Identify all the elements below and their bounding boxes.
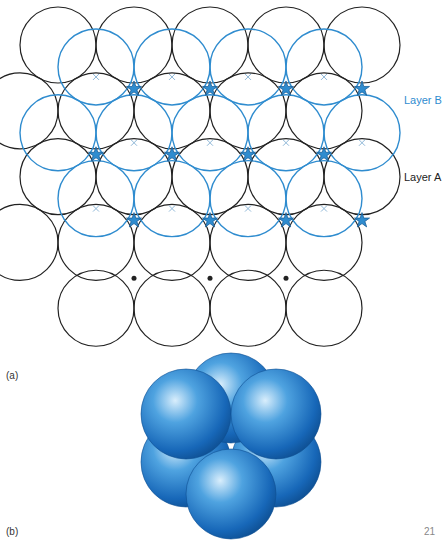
hole-cross [359,140,365,146]
layer-b-circle [286,161,362,237]
hole-dot [208,276,213,281]
layer-b-circle [96,95,172,171]
layer-a-circle [58,204,134,280]
sphere [186,449,276,539]
hole-cross [93,206,99,212]
layer-a-circle [286,204,362,280]
layer-b-circle [134,161,210,237]
hole-star [202,81,217,95]
layer-b-circle [20,95,96,171]
hole-cross [245,74,251,80]
layer-b-circle [324,95,400,171]
layer-a-circle [134,204,210,280]
hole-cross [321,206,327,212]
hole-star [202,213,217,227]
hole-star [126,81,141,95]
hole-cross [169,74,175,80]
panel-label: (a) [6,370,18,381]
layer-b-circle [210,29,286,105]
layer-b-circles [20,29,400,237]
hole-cross [207,140,213,146]
hole-cross [93,74,99,80]
hole-star [354,81,369,95]
hole-cross [283,140,289,146]
layer-a-circle [0,73,58,149]
layer-b-circle [286,29,362,105]
hole-star [126,213,141,227]
hole-markers [88,74,369,281]
layer-a-circle [210,204,286,280]
layer-b-circle [172,95,248,171]
layer-label: Layer A [404,171,441,183]
layer-a-circles [0,7,400,346]
layer-b-circle [248,95,324,171]
hole-cross [245,206,251,212]
hole-dot [132,276,137,281]
hole-star [88,147,103,161]
layer-b-circle [134,29,210,105]
hole-star [164,147,179,161]
sphere [231,369,321,459]
hole-star [278,213,293,227]
hole-star [240,147,255,161]
hole-star [354,213,369,227]
layer-b-circle [58,161,134,237]
layer-b-circle [210,161,286,237]
hole-dot [284,276,289,281]
page-number: 21 [424,526,435,537]
hole-cross [321,74,327,80]
hole-star [278,81,293,95]
panel-label: (b) [6,526,18,537]
layer-a-circle [286,270,362,346]
hole-cross [131,140,137,146]
sphere [141,369,231,459]
hole-star [316,147,331,161]
layer-a-circle [134,270,210,346]
hole-cross [169,206,175,212]
layer-a-circle [210,270,286,346]
layer-a-circle [58,270,134,346]
layer-a-circle [0,204,58,280]
sphere-cluster [141,353,321,539]
layer-b-circle [58,29,134,105]
layer-label: Layer B [404,94,442,106]
